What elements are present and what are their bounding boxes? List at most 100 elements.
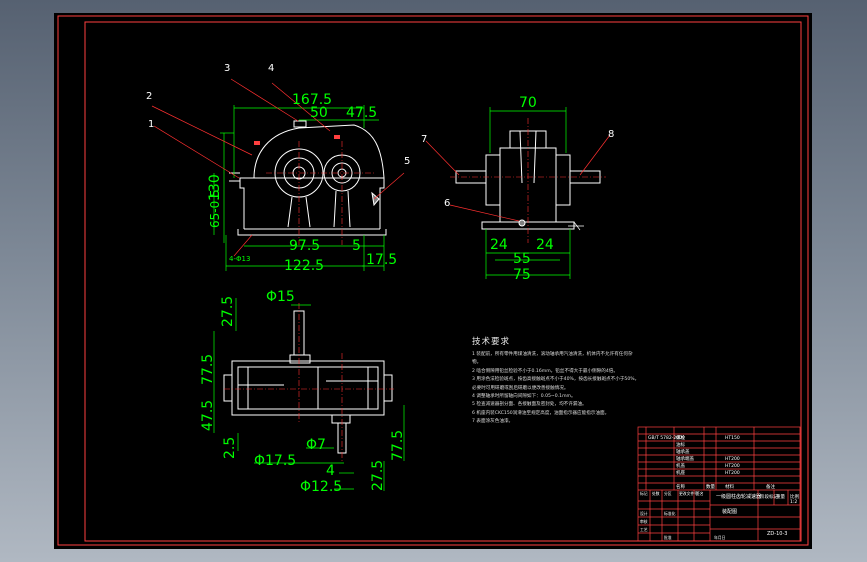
dim-97-5: 97.5 xyxy=(289,238,320,254)
sign-cell-5: 签名 xyxy=(696,491,704,496)
callout-6: 6 xyxy=(444,198,450,209)
outer-border xyxy=(57,15,809,546)
scale-header-cell: 比例 xyxy=(790,493,799,500)
dim-24-left: 24 xyxy=(490,237,508,253)
side-dim-text: 70 24 24 55 75 xyxy=(490,95,554,283)
drawing-canvas: 167.5 50 47.5 130 65-0.5 97.5 5 122.5 17… xyxy=(57,15,809,546)
callout-2: 2 xyxy=(146,91,152,102)
header-name: 名称 xyxy=(676,483,685,490)
sign-cell-design: 设计 xyxy=(640,511,648,516)
note-line: 2 啮合侧隙用铅丝检验不小于0.16mm，铅丝不得大于最小侧隙的4倍。 xyxy=(472,368,618,374)
callout-8: 8 xyxy=(608,129,614,140)
part-row-4: 轴承盖 xyxy=(676,448,690,455)
dim-77-5-right: 77.5 xyxy=(390,430,406,461)
front-centerlines xyxy=(266,141,376,245)
dim-70: 70 xyxy=(519,95,537,111)
callout-1: 1 xyxy=(148,119,154,130)
front-view xyxy=(229,120,387,236)
sign-cell-approve: 批准 xyxy=(664,535,672,540)
drawing-sheet: 167.5 50 47.5 130 65-0.5 97.5 5 122.5 17… xyxy=(54,13,812,549)
dim-55: 55 xyxy=(513,251,531,267)
weight-cell: 重量 xyxy=(776,493,785,500)
title-block-grid xyxy=(637,426,801,542)
note-line: 6 机座内装CKC150润滑油至规定高度，油面指示器应能指示油面。 xyxy=(472,410,610,416)
header-qty: 数量 xyxy=(706,483,715,490)
scale-value: 1:2 xyxy=(790,499,797,505)
dim-5: 5 xyxy=(352,238,361,254)
note-line: 必要时可用研磨或刮后研磨以便改善接触情况。 xyxy=(472,385,569,391)
side-centerlines xyxy=(450,118,606,243)
part-row-1: GB/T 5782-2000 xyxy=(648,435,685,441)
dim-phi15: Φ15 xyxy=(266,289,295,305)
plan-centerlines xyxy=(224,303,394,463)
header-material: 材料 xyxy=(725,483,734,490)
dim-50: 50 xyxy=(310,105,328,121)
bolt-note: 4-Φ13 xyxy=(229,255,250,263)
part-row-2: 螺栓 xyxy=(676,434,685,441)
inner-border xyxy=(84,21,802,542)
dim-77-5-left: 77.5 xyxy=(200,354,216,385)
note-line: 5 检查减速器剖分面、各接触面及密封处，均不许漏油。 xyxy=(472,402,587,408)
sign-cell-review: 审核 xyxy=(640,519,648,524)
dim-phi7: Φ7 xyxy=(306,437,326,453)
part-row-7: 机座 xyxy=(676,469,685,476)
front-leaders xyxy=(151,78,405,257)
plan-view xyxy=(223,310,393,454)
dim-2-5: 2.5 xyxy=(222,437,238,459)
sign-cell-2: 处数 xyxy=(652,491,660,496)
drawing-number: ZD-10-3 xyxy=(767,531,787,537)
side-leaders xyxy=(425,134,611,222)
stage-cell: 阶段标记 xyxy=(760,493,778,500)
header-notes: 备注 xyxy=(766,483,775,490)
sign-cell-date: 年月日 xyxy=(714,535,726,540)
drawing-title: 一级圆柱齿轮减速器 xyxy=(716,493,761,500)
material-4: HT200 xyxy=(725,470,740,476)
dim-24-right: 24 xyxy=(536,237,554,253)
callout-4: 4 xyxy=(268,63,274,74)
side-dimension-lines xyxy=(485,107,571,279)
dim-27-5-top: 27.5 xyxy=(220,296,236,327)
material-2: HT200 xyxy=(725,456,740,462)
sign-cell-1: 标记 xyxy=(640,491,648,496)
note-line: 3 用涂色法检验斑点，按齿高接触斑点不小于40%，按齿长接触斑点不小于50%， xyxy=(472,377,640,383)
dim-27-5-bottom: 27.5 xyxy=(370,460,386,491)
dim-130: 130 xyxy=(207,174,223,201)
dim-167-5: 167.5 xyxy=(292,92,332,108)
note-line: 7 表面涂灰色油漆。 xyxy=(472,419,514,425)
sign-cell-3: 分区 xyxy=(664,491,672,496)
dim-4: 4 xyxy=(326,463,335,479)
material-1: HT150 xyxy=(725,435,740,441)
technical-requirements: 技术要求 1 装配前，所有零件用煤油清洗，滚动轴承用汽油清洗，机体内不允许有任何… xyxy=(472,335,672,427)
dim-75: 75 xyxy=(513,267,531,283)
surface-finish-symbol xyxy=(568,221,584,231)
part-row-6: 机盖 xyxy=(676,462,685,469)
part-row-3: 油标 xyxy=(676,441,685,448)
side-callouts: 7 8 6 xyxy=(421,129,614,209)
dim-phi17-5: Φ17.5 xyxy=(254,453,296,469)
note-line: 4 调整轴承时所留轴向间隙如下：0.05~0.1mm。 xyxy=(472,394,576,400)
note-line: 1 装配前，所有零件用煤油清洗，滚动轴承用汽油清洗，机体内不允许有任何杂 xyxy=(472,352,633,357)
dim-17-5: 17.5 xyxy=(366,252,397,268)
notes-title: 技术要求 xyxy=(472,337,511,347)
dim-122-5: 122.5 xyxy=(284,258,324,274)
sign-cell-standard: 标准化 xyxy=(664,511,676,516)
front-dim-text: 167.5 50 47.5 130 65-0.5 97.5 5 122.5 17… xyxy=(207,92,397,274)
sign-cell-process: 工艺 xyxy=(640,527,648,532)
front-callouts: 1 2 3 4 5 xyxy=(146,63,410,167)
dim-47-5-plan: 47.5 xyxy=(200,400,216,431)
front-dimension-lines xyxy=(213,105,385,271)
drawing-subtitle: 装配图 xyxy=(722,508,737,515)
note-line: 物。 xyxy=(472,360,482,366)
plan-dim-text: 27.5 Φ15 77.5 47.5 2.5 Φ17.5 Φ7 4 Φ12.5 … xyxy=(200,289,406,495)
plan-dimension-lines xyxy=(213,298,405,491)
title-block-text: GB/T 5782-2000 螺栓 油标 轴承盖 轴承端盖 机盖 机座 HT15… xyxy=(640,434,799,540)
dim-phi12-5: Φ12.5 xyxy=(300,479,342,495)
material-3: HT200 xyxy=(725,463,740,469)
part-row-5: 轴承端盖 xyxy=(676,455,694,462)
callout-3: 3 xyxy=(224,63,230,74)
callout-5: 5 xyxy=(404,156,410,167)
dim-47-5: 47.5 xyxy=(346,105,377,121)
sign-cell-4: 更改文件号 xyxy=(679,491,698,496)
dim-65: 65-0.5 xyxy=(208,189,222,228)
callout-7: 7 xyxy=(421,134,427,145)
